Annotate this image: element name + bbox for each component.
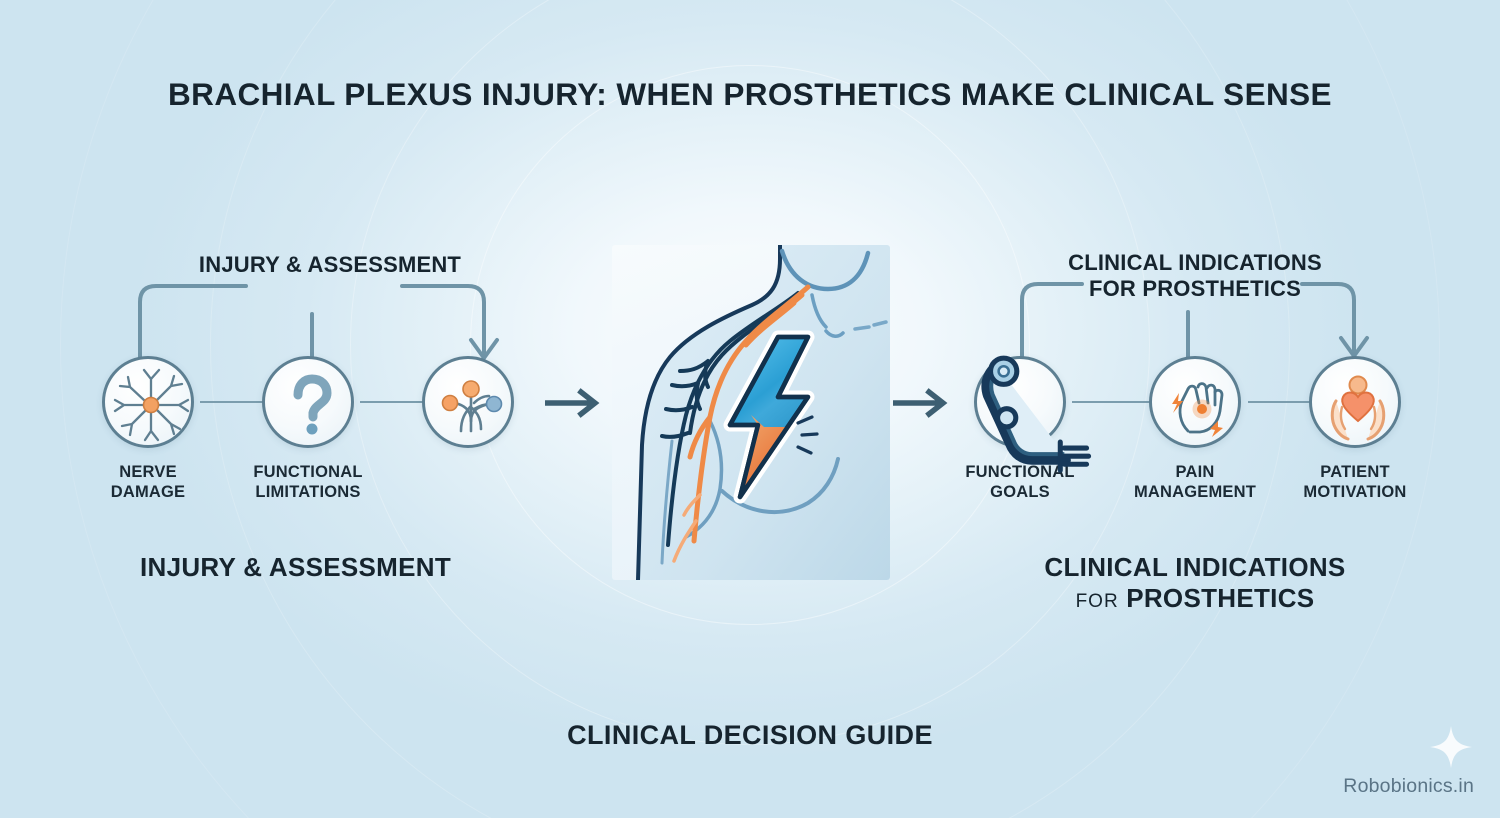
right-section-title-for: FOR (1075, 590, 1119, 612)
hands-heart-icon (1330, 375, 1386, 441)
node-circle (1309, 356, 1401, 448)
prosthetic-arm-icon (981, 355, 1092, 473)
node-patient-motivation[interactable]: PATIENT MOTIVATION (1270, 356, 1440, 502)
right-group-heading: CLINICAL INDICATIONS FOR PROSTHETICS (1030, 250, 1360, 303)
pain-bolt-left (1172, 393, 1183, 413)
question-dot (306, 423, 318, 435)
right-group-heading-line1: CLINICAL INDICATIONS (1068, 250, 1322, 275)
node-functional-goals[interactable]: FUNCTIONAL GOALS (935, 355, 1105, 502)
node-circle (102, 356, 194, 448)
sparkle-icon (1430, 726, 1472, 768)
node-nerve-branching[interactable] (383, 356, 553, 462)
neuron-soma (142, 396, 160, 414)
nerve-branching-icon (441, 380, 503, 433)
node-label: FUNCTIONAL GOALS (965, 463, 1075, 502)
page-title: BRACHIAL PLEXUS INJURY: WHEN PROSTHETICS… (168, 76, 1332, 112)
node-link (1072, 401, 1150, 403)
node-pain-management[interactable]: PAIN MANAGEMENT (1110, 356, 1280, 502)
arm-contour (660, 439, 674, 565)
right-section-title-line1: CLINICAL INDICATIONS (1044, 552, 1346, 582)
inflamed-nerve-fibers (687, 284, 811, 544)
arm-inner-contour (684, 419, 724, 539)
pain-bolt-right (1210, 421, 1223, 437)
node-circle (262, 356, 354, 448)
right-section-title-line2: FOR PROSTHETICS (1010, 583, 1380, 614)
lightning-bolt-pain (723, 330, 815, 504)
pectoral-contour (720, 457, 840, 515)
footer-caption: CLINICAL DECISION GUIDE (567, 720, 933, 750)
flow-arrow-left (545, 388, 600, 418)
node-label: PATIENT MOTIVATION (1303, 463, 1407, 502)
pain-radiating-lines (796, 415, 819, 455)
left-group-heading: INJURY & ASSESSMENT (198, 252, 462, 277)
node-label: NERVE DAMAGE (110, 463, 186, 502)
flow-arrow-right (893, 388, 948, 418)
node-circle (422, 356, 514, 448)
heart-shape (1341, 391, 1375, 423)
left-section-title: INJURY & ASSESSMENT (140, 552, 452, 582)
branch-node-left (441, 394, 459, 412)
node-circle (1149, 356, 1241, 448)
hand-right-crease (1369, 405, 1377, 431)
node-functional-limitations[interactable]: FUNCTIONAL LIMITATIONS (223, 356, 393, 502)
node-link (360, 401, 430, 403)
watermark: Robobionics.in (1343, 775, 1474, 797)
node-nerve-damage[interactable]: NERVE DAMAGE (63, 356, 233, 502)
right-group-heading-line2: FOR PROSTHETICS (1088, 276, 1301, 302)
pain-point (1197, 404, 1207, 414)
hand-left-crease (1339, 405, 1347, 431)
node-link (1248, 401, 1310, 403)
branch-node-right (485, 395, 503, 413)
node-circle (974, 355, 1092, 473)
painful-hand-icon (1172, 382, 1224, 437)
neck-curve (779, 248, 871, 292)
collar-line (810, 293, 828, 329)
clavicle-dash (853, 320, 888, 331)
neuron-icon (113, 368, 190, 442)
node-label: PAIN MANAGEMENT (1133, 463, 1257, 502)
right-section-title-prosthetics: PROSTHETICS (1126, 582, 1315, 613)
question-mark-icon (293, 374, 332, 435)
right-section-title: CLINICAL INDICATIONS FOR PROSTHETICS (1010, 552, 1380, 613)
brachial-plexus-anatomy (612, 245, 890, 580)
node-label: FUNCTIONAL LIMITATIONS (253, 463, 363, 502)
clavicle-notch (824, 329, 845, 338)
branch-node-top (462, 380, 480, 398)
node-link (200, 401, 270, 403)
person-head (1348, 375, 1368, 395)
nerve-fiber-secondary (672, 493, 702, 563)
torso-outline (636, 245, 782, 580)
anatomy-illustration (636, 245, 890, 580)
